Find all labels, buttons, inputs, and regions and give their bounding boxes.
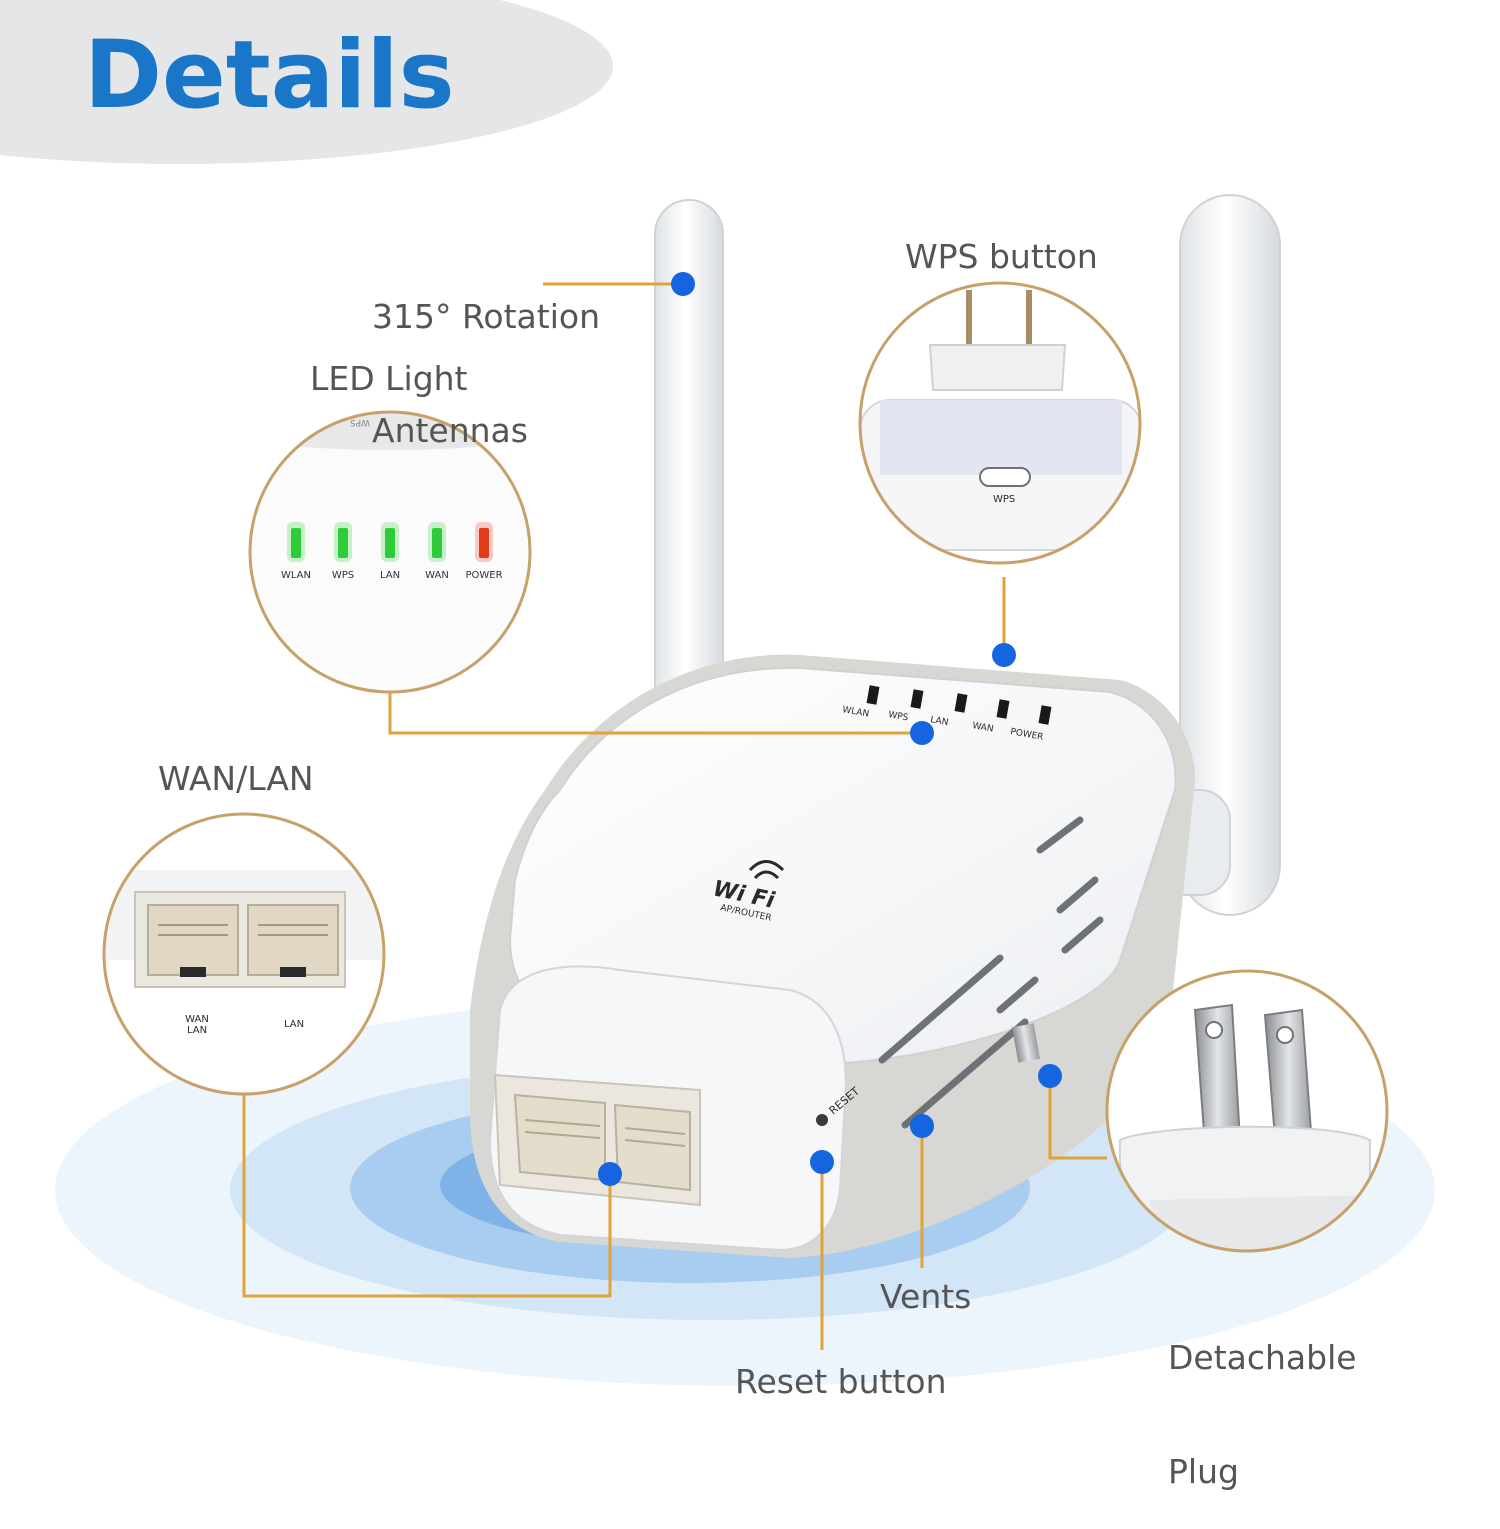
callout-markers [598,272,1062,1186]
led-light-label: LED Light [310,359,468,398]
led-indicator-wps [338,528,348,558]
port-label-line: WAN [185,1014,209,1025]
antennas-label: 315° Rotation Antennas [372,222,600,488]
antennas-label-line1: 315° Rotation [372,297,600,336]
led-indicator-wan [432,528,442,558]
reset-button-label: Reset button [735,1362,947,1401]
title-banner [0,0,613,164]
antennas-label-line2: Antennas [372,411,528,450]
led-label-wlan: WLAN [281,570,311,581]
led-label-power: POWER [465,570,502,581]
port-label-line: LAN [187,1025,207,1036]
led-indicator-power [479,528,489,558]
ethernet-ports [493,1073,701,1207]
device-indicator-label: WAN [971,721,994,735]
page-title: Details [84,21,455,130]
device-indicator-label: LAN [929,715,949,728]
router-body [470,654,1195,1258]
wps-button-label: WPS button [905,237,1098,276]
port-zoom [102,812,386,1096]
device-indicator-label: WPS [887,710,909,723]
port-zoom-label-2: LAN [284,1019,304,1030]
wps-zoom [858,281,1142,565]
wps-zoom-button-label: WPS [993,494,1015,505]
led-indicator-lan [385,528,395,558]
wan-lan-label: WAN/LAN [158,759,314,798]
led-zoom-top-label: WPS [350,417,370,427]
vents-label: Vents [880,1277,972,1316]
led-label-wan: WAN [425,570,449,581]
plug-label-line2: Plug [1168,1452,1239,1491]
led-label-wps: WPS [332,570,354,581]
detachable-plug-label: Detachable Plug [1168,1263,1357,1529]
led-label-lan: LAN [380,570,400,581]
plug-label-line1: Detachable [1168,1338,1357,1377]
device-indicator-label: WLAN [841,705,869,720]
callout-lines [242,282,1107,1350]
led-indicator-wlan [291,528,301,558]
wifi-logo-mark [748,860,785,880]
